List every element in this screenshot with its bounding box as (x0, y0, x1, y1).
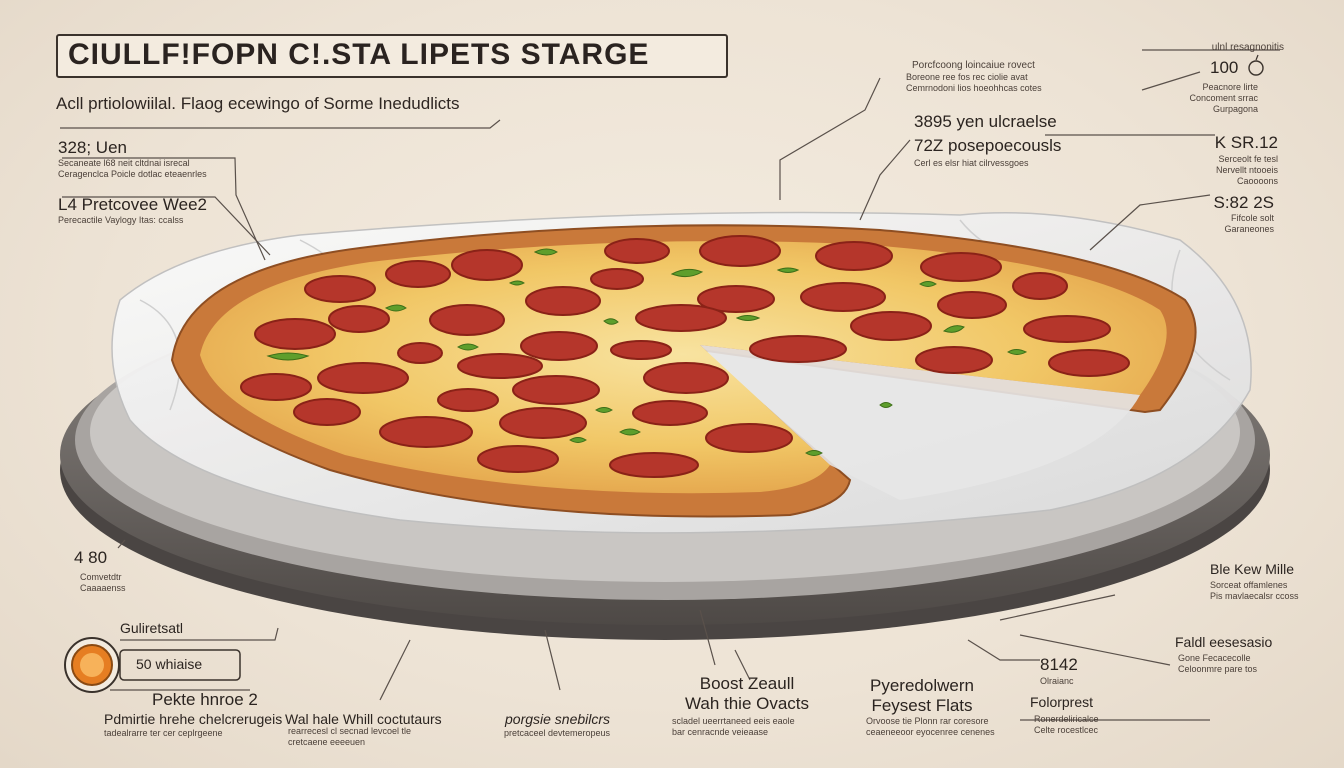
right-note-heading: S:82 2S (1213, 193, 1275, 212)
annotation-leader-lines (60, 49, 1280, 721)
left-note-heading: L4 Pretcovee Wee2 (58, 195, 207, 214)
green-pepper-pieces (266, 248, 1028, 456)
bottom-note-heading: Boost Zeaull Wah thie Ovacts (684, 674, 810, 713)
right-note-heading: ulnl resagnonitis (1211, 42, 1284, 53)
left-note-heading: Pdmirtie hrehe chelcrerugeis (104, 711, 283, 727)
title-frame (56, 34, 728, 78)
right-note-heading: K SR.12 (1214, 133, 1278, 152)
bottom-note-body: pretcaceel devtemeropeus (504, 728, 611, 738)
right-note-heading: Ble Kew Mille (1210, 561, 1295, 577)
small-apple-icon (1248, 54, 1264, 76)
page-subtitle: Acll prtiolowiilal. Flaog ecewingo of So… (56, 94, 460, 113)
right-note-heading: 8142 (1040, 655, 1078, 674)
bottom-note-heading: porgsie snebilcrs (505, 711, 611, 727)
right-note-body: Fifcole solt Garaneones (1224, 213, 1274, 234)
left-note-heading: 50 whiaise (136, 656, 203, 672)
left-note-body: tadealrarre ter cer ceplrgeene (104, 728, 223, 738)
right-note-body: Ronerdeliricalce Celte rocestlcec (1034, 714, 1099, 735)
left-note-body: Comvetdtr Caaaaenss (80, 572, 126, 593)
top-note-body: Cerl es elsr hiat cilrvessgoes (914, 158, 1029, 168)
left-note-body: Perecactile Vaylogy Itas: ccalss (58, 215, 184, 225)
pepperoni-slices (240, 235, 1130, 478)
right-note-heading: Faldl eesesasio (1175, 634, 1273, 650)
right-note-body: Olraianc (1040, 676, 1074, 686)
right-note-body: Gone Fecacecolle Celoonmre pare tos (1178, 653, 1258, 674)
right-note-body: Peacnore lirte Concoment srrac Gurpagona (1189, 82, 1258, 114)
top-note-heading: 3895 yen ulcraelse (914, 112, 1057, 131)
right-note-heading: Folorprest (1030, 694, 1094, 710)
left-note-body: Secaneate l68 neit cltdnai isrecal Cerag… (58, 158, 207, 179)
right-note-body: Serceolt fe tesl Nervellt ntooeis Caoooo… (1215, 154, 1278, 186)
left-note-heading: 328; Uen (58, 138, 127, 157)
right-note-body: Sorceat offamlenes Pis mavlaecalsr ccoss (1210, 580, 1299, 601)
page-title: CIULLF!FOPN C!.STA LIPETS STARGE (68, 38, 650, 71)
left-note-heading: Guliretsatl (120, 620, 184, 636)
bottom-note-body: Orvoose tie Plonn rar coresore ceaeneeoo… (866, 716, 995, 737)
top-note-heading: Porcfcoong loincaiue rovect (912, 60, 1035, 71)
bottom-note-body: rearrecesl cl secnad levcoel tle cretcae… (288, 726, 412, 747)
left-note-heading: 4 80 (74, 548, 108, 567)
right-note-heading: 100 (1210, 58, 1239, 77)
top-note-body: Boreone ree fos rec ciolie avat Cemrnodo… (906, 72, 1042, 93)
missing-slice-area (700, 345, 1140, 500)
bottom-note-heading: Wal hale Whill coctutaurs (285, 711, 442, 727)
bottom-note-heading: Pyeredolwern Feysest Flats (870, 676, 974, 715)
top-note-heading: 72Z posepoecousls (914, 136, 1062, 155)
bottom-note-body: scladel ueerrtaneed eeis eaole bar cenra… (672, 716, 795, 737)
left-note-heading: Pekte hnroe 2 (152, 690, 258, 709)
orange-ring-icon (64, 637, 241, 693)
